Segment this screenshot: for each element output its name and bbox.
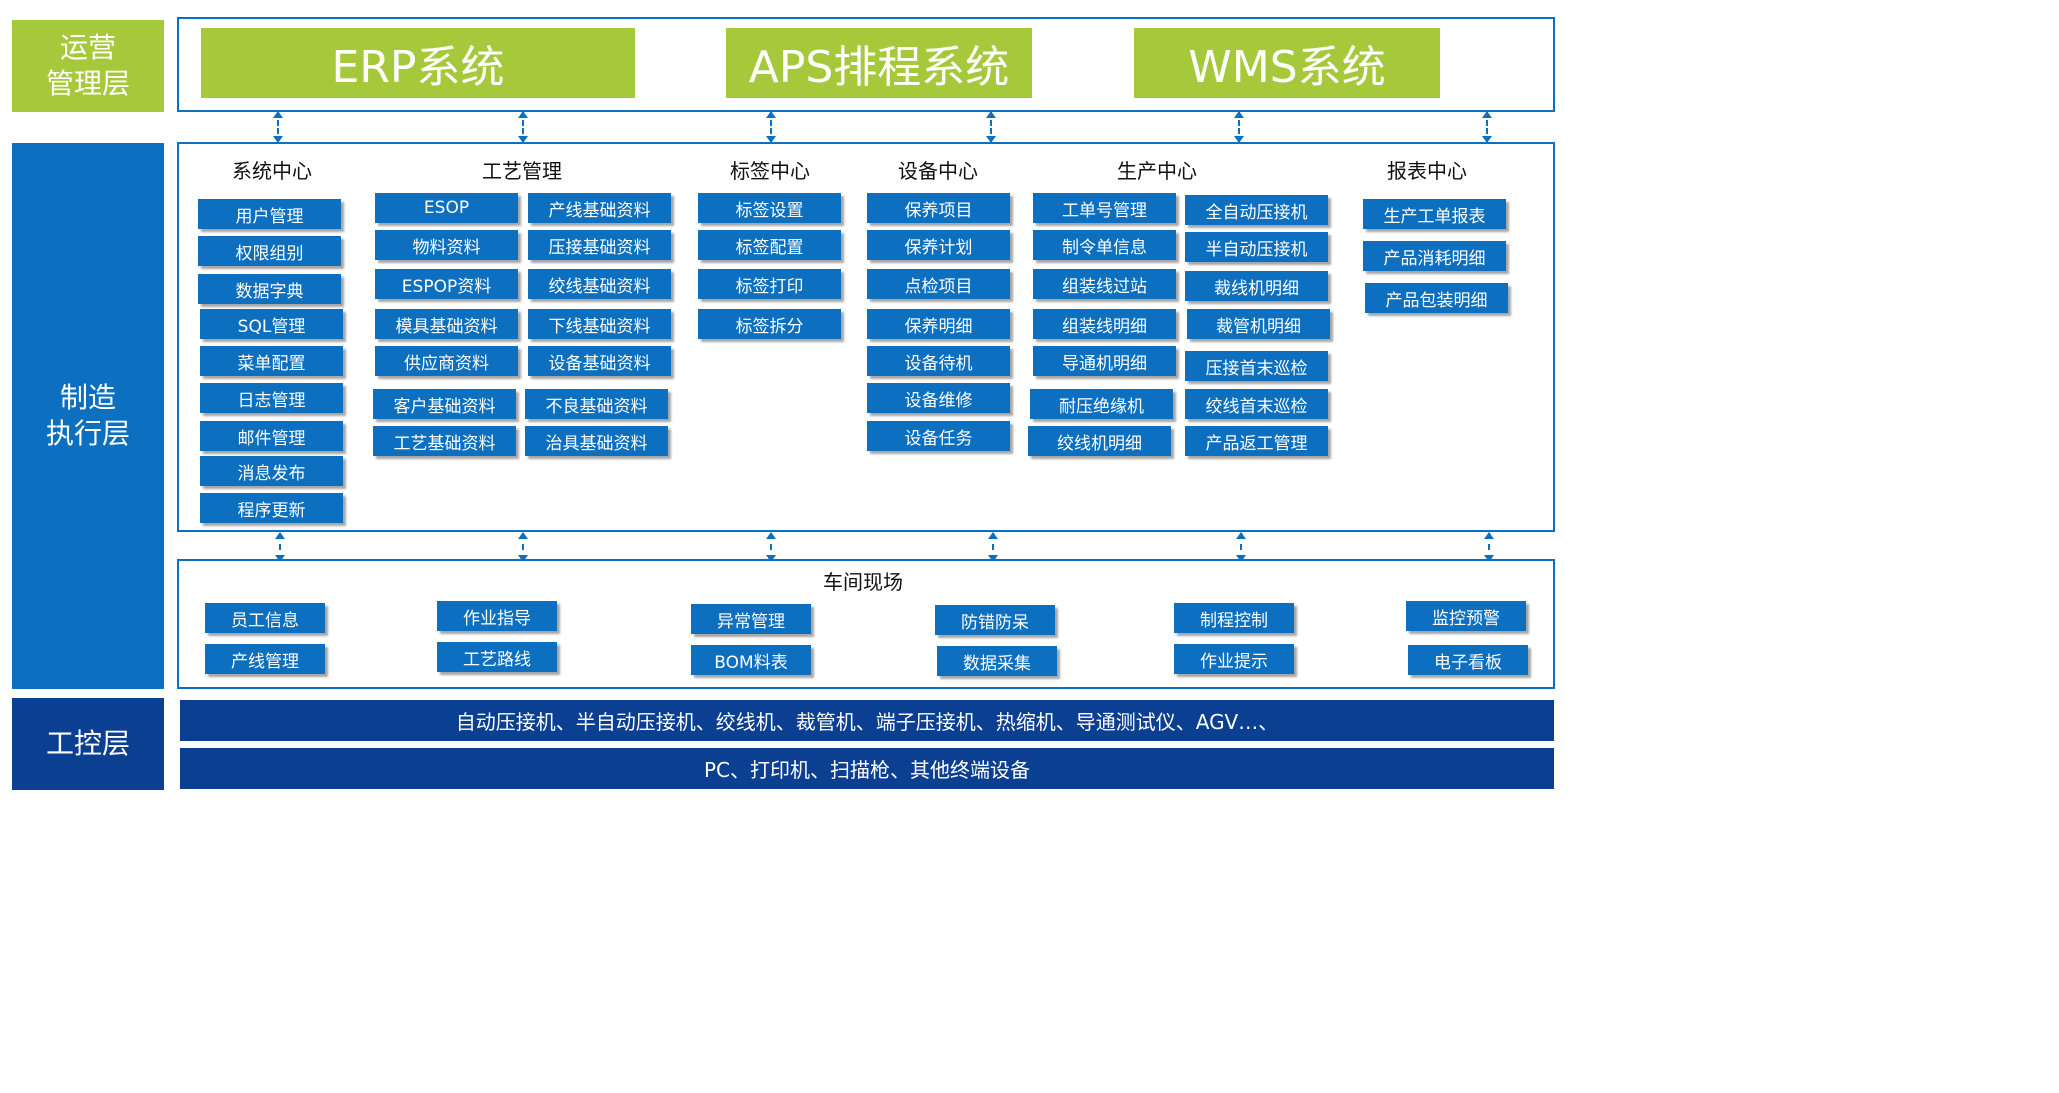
- link-arrow: [1484, 532, 1494, 562]
- module-title-process-mgmt: 工艺管理: [482, 159, 562, 183]
- menu-item-defect-basic[interactable]: 不良基础资料: [525, 389, 668, 419]
- menu-item-twist-first-last-patrol[interactable]: 绞线首末巡检: [1185, 389, 1328, 419]
- workshop-item-work-instruction[interactable]: 作业指导: [437, 601, 557, 631]
- link-arrow: [766, 532, 776, 562]
- menu-item-line-basic[interactable]: 产线基础资料: [528, 193, 671, 223]
- workshop-item-employee-info[interactable]: 员工信息: [205, 603, 325, 633]
- link-arrow: [1482, 111, 1492, 143]
- workshop-item-exception-mgmt[interactable]: 异常管理: [691, 604, 811, 634]
- menu-item-maintenance-plan[interactable]: 保养计划: [867, 230, 1010, 260]
- menu-item-equipment-repair[interactable]: 设备维修: [867, 383, 1010, 413]
- link-arrow: [518, 532, 528, 562]
- menu-item-mail-mgmt[interactable]: 邮件管理: [200, 421, 343, 451]
- workshop-item-data-collection[interactable]: 数据采集: [937, 646, 1057, 676]
- menu-item-hipot-insulation[interactable]: 耐压绝缘机: [1030, 389, 1173, 419]
- menu-item-crimp-first-last-patrol[interactable]: 压接首末巡检: [1185, 351, 1328, 381]
- link-arrow: [273, 111, 283, 143]
- workshop-item-operation-hint[interactable]: 作业提示: [1174, 644, 1294, 674]
- layer-label-control: 工控层: [12, 698, 164, 790]
- menu-item-log-mgmt[interactable]: 日志管理: [200, 383, 343, 413]
- workshop-item-line-mgmt[interactable]: 产线管理: [205, 644, 325, 674]
- menu-item-maintenance-items[interactable]: 保养项目: [867, 193, 1010, 223]
- menu-item-twister-detail[interactable]: 绞线机明细: [1028, 426, 1171, 456]
- control-devices-bar: 自动压接机、半自动压接机、绞线机、裁管机、端子压接机、热缩机、导通测试仪、AGV…: [180, 700, 1554, 741]
- menu-item-equipment-basic[interactable]: 设备基础资料: [528, 346, 671, 376]
- menu-item-wire-cutter-detail[interactable]: 裁线机明细: [1185, 271, 1328, 301]
- menu-item-assembly-pass[interactable]: 组装线过站: [1033, 269, 1176, 299]
- link-arrow: [275, 532, 285, 562]
- menu-item-tube-cutter-detail[interactable]: 裁管机明细: [1187, 309, 1330, 339]
- module-title-equipment-center: 设备中心: [898, 159, 978, 183]
- menu-item-message-publish[interactable]: 消息发布: [200, 456, 343, 486]
- menu-item-manufacturing-order[interactable]: 制令单信息: [1033, 230, 1176, 260]
- workshop-item-monitor-alert[interactable]: 监控预警: [1406, 601, 1526, 631]
- workshop-item-process-control[interactable]: 制程控制: [1174, 603, 1294, 633]
- workshop-item-bom[interactable]: BOM料表: [691, 645, 811, 675]
- menu-item-maintenance-detail[interactable]: 保养明细: [867, 309, 1010, 339]
- menu-item-espop-data[interactable]: ESPOP资料: [375, 269, 518, 299]
- menu-item-sql-mgmt[interactable]: SQL管理: [200, 309, 343, 339]
- menu-item-twist-basic[interactable]: 绞线基础资料: [528, 269, 671, 299]
- module-title-report-center: 报表中心: [1387, 159, 1467, 183]
- link-arrow: [766, 111, 776, 143]
- menu-item-material-data[interactable]: 物料资料: [375, 230, 518, 260]
- menu-item-label-print[interactable]: 标签打印: [698, 269, 841, 299]
- menu-item-assembly-detail[interactable]: 组装线明细: [1033, 309, 1176, 339]
- link-arrow: [1236, 532, 1246, 562]
- menu-item-inspection-items[interactable]: 点检项目: [867, 269, 1010, 299]
- menu-item-offline-basic[interactable]: 下线基础资料: [528, 309, 671, 339]
- menu-item-semi-auto-crimper[interactable]: 半自动压接机: [1185, 232, 1328, 262]
- link-arrow: [988, 532, 998, 562]
- module-title-label-center: 标签中心: [730, 159, 810, 183]
- menu-item-auto-crimper[interactable]: 全自动压接机: [1185, 195, 1328, 225]
- workshop-item-process-route[interactable]: 工艺路线: [437, 642, 557, 672]
- workshop-item-e-board[interactable]: 电子看板: [1408, 645, 1528, 675]
- workshop-frame: [177, 559, 1555, 689]
- menu-item-product-packing[interactable]: 产品包装明细: [1365, 283, 1508, 313]
- menu-item-label-settings[interactable]: 标签设置: [698, 193, 841, 223]
- link-arrow: [1234, 111, 1244, 143]
- menu-item-equipment-task[interactable]: 设备任务: [867, 421, 1010, 451]
- menu-item-supplier-data[interactable]: 供应商资料: [375, 346, 518, 376]
- workshop-item-error-proofing[interactable]: 防错防呆: [935, 605, 1055, 635]
- menu-item-mold-basic[interactable]: 模具基础资料: [375, 309, 518, 339]
- layer-label-execution: 制造 执行层: [12, 143, 164, 689]
- menu-item-product-consumption[interactable]: 产品消耗明细: [1363, 241, 1506, 271]
- menu-item-menu-config[interactable]: 菜单配置: [200, 346, 343, 376]
- menu-item-product-rework[interactable]: 产品返工管理: [1185, 426, 1328, 456]
- menu-item-fixture-basic[interactable]: 治具基础资料: [525, 426, 668, 456]
- link-arrow: [986, 111, 996, 143]
- aps-system-block: APS排程系统: [726, 28, 1032, 98]
- terminal-devices-bar: PC、打印机、扫描枪、其他终端设备: [180, 748, 1554, 789]
- wms-system-block: WMS系统: [1134, 28, 1440, 98]
- menu-item-process-basic[interactable]: 工艺基础资料: [373, 426, 516, 456]
- menu-item-data-dictionary[interactable]: 数据字典: [198, 274, 341, 304]
- module-title-production-center: 生产中心: [1117, 159, 1197, 183]
- workshop-title: 车间现场: [823, 570, 903, 594]
- module-title-system-center: 系统中心: [232, 159, 312, 183]
- menu-item-continuity-tester-detail[interactable]: 导通机明细: [1033, 346, 1176, 376]
- menu-item-label-config[interactable]: 标签配置: [698, 230, 841, 260]
- menu-item-program-update[interactable]: 程序更新: [200, 493, 343, 523]
- menu-item-production-order-report[interactable]: 生产工单报表: [1363, 199, 1506, 229]
- menu-item-work-order-mgmt[interactable]: 工单号管理: [1033, 193, 1176, 223]
- menu-item-equipment-standby[interactable]: 设备待机: [867, 346, 1010, 376]
- menu-item-permission-group[interactable]: 权限组别: [198, 236, 341, 266]
- menu-item-crimp-basic[interactable]: 压接基础资料: [528, 230, 671, 260]
- layer-label-operations: 运营 管理层: [12, 20, 164, 112]
- menu-item-user-mgmt[interactable]: 用户管理: [198, 199, 341, 229]
- link-arrow: [518, 111, 528, 143]
- menu-item-esop[interactable]: ESOP: [375, 193, 518, 223]
- erp-system-block: ERP系统: [201, 28, 635, 98]
- menu-item-customer-basic[interactable]: 客户基础资料: [373, 389, 516, 419]
- menu-item-label-split[interactable]: 标签拆分: [698, 309, 841, 339]
